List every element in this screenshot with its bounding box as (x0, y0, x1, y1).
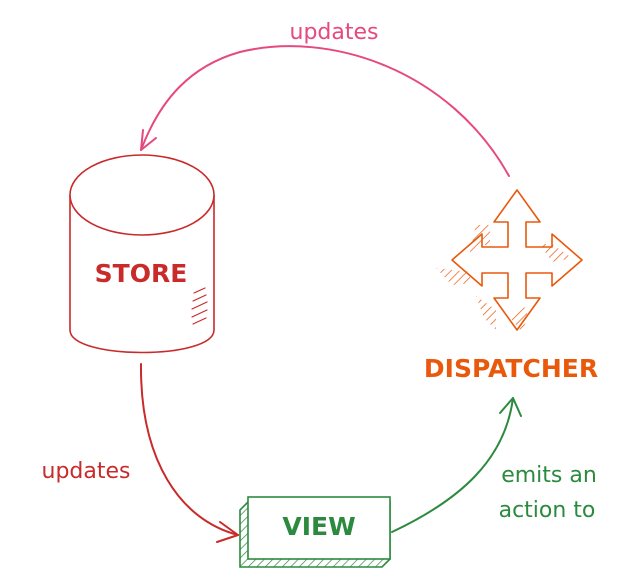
store-cylinder-hatch (191, 287, 208, 325)
move-arrows-icon (436, 189, 583, 332)
view-label: VIEW (282, 512, 355, 541)
edge-dispatcher-to-store-label: updates (290, 20, 379, 45)
edge-dispatcher-to-store-arrowhead (140, 129, 157, 151)
store-cylinder-body (69, 195, 215, 354)
edge-view-to-dispatcher-line (391, 397, 514, 533)
edge-view-to-dispatcher-label-line2: action to (499, 498, 596, 523)
view-box (247, 496, 391, 560)
store-label: STORE (95, 259, 188, 288)
store-cylinder-top (69, 154, 215, 236)
edge-dispatcher-to-store: updates (140, 20, 510, 177)
store-node: STORE (69, 154, 215, 354)
edge-view-to-dispatcher-arrowhead (499, 397, 522, 417)
dispatcher-node: DISPATCHER (424, 189, 598, 383)
edge-store-to-view-line (139, 363, 239, 536)
view-node: VIEW (239, 496, 391, 568)
edge-dispatcher-to-store-line (140, 45, 510, 177)
edge-store-to-view-arrowhead (216, 521, 239, 543)
edge-store-to-view-label: updates (42, 459, 131, 484)
edge-view-to-dispatcher-label-line1: emits an (501, 463, 597, 488)
edge-store-to-view: updates (42, 363, 239, 543)
dispatcher-label: DISPATCHER (424, 354, 598, 383)
move-arrows-outline (451, 189, 583, 331)
edge-view-to-dispatcher: emits an action to (391, 397, 597, 533)
